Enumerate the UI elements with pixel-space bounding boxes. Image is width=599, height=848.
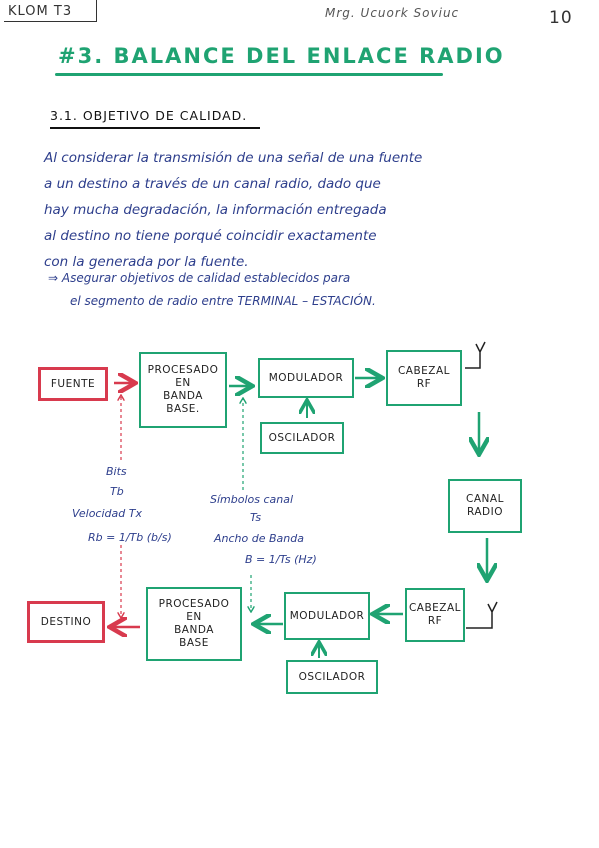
- ancho-banda-label: Ancho de Banda: [214, 532, 304, 545]
- rb-label: Rb = 1/Tb (b/s): [88, 531, 172, 544]
- destino-box: DESTINO: [27, 601, 105, 643]
- paragraph-line: hay mucha degradación, la información en…: [44, 202, 387, 218]
- header-center: Mrg. Ucuork Soviuc: [325, 6, 460, 20]
- b-formula-label: B = 1/Ts (Hz): [245, 553, 317, 566]
- header-left-underline: [4, 21, 96, 22]
- procesado-rx-line: EN: [186, 611, 202, 623]
- page-number: 10: [549, 8, 573, 28]
- oscilador-tx-box: OSCILADOR: [260, 422, 344, 454]
- cabezal-tx-box: CABEZAL RF: [386, 350, 462, 406]
- bits-label: Bits: [106, 465, 127, 478]
- procesado-tx-line: PROCESADO: [147, 364, 219, 376]
- canal-line: CANAL: [466, 493, 504, 505]
- cabezal-tx-line: CABEZAL: [397, 365, 451, 377]
- cabezal-tx-line: RF: [416, 378, 432, 390]
- symbols-label: Símbolos canal: [210, 493, 294, 506]
- section-heading: 3.1. OBJETIVO DE CALIDAD.: [50, 108, 248, 123]
- paragraph-line: a un destino a través de un canal radio,…: [44, 176, 381, 192]
- header-left: KLOM T3: [8, 4, 73, 19]
- antenna-tx: [465, 341, 486, 369]
- cabezal-rx-line: CABEZAL: [408, 602, 462, 614]
- procesado-tx-line: EN: [175, 377, 191, 389]
- paragraph-line: con la generada por la fuente.: [44, 254, 249, 270]
- page-title: #3. BALANCE DEL ENLACE RADIO: [58, 44, 505, 68]
- procesado-tx-line: BASE.: [166, 403, 200, 415]
- procesado-rx-box: PROCESADO EN BANDA BASE: [146, 587, 242, 661]
- canal-line: RADIO: [467, 506, 503, 518]
- paragraph-line: Al considerar la transmisión de una seña…: [44, 150, 423, 166]
- procesado-tx-line: BANDA: [163, 390, 203, 402]
- tb-label: Tb: [110, 485, 124, 498]
- objective-bullet: ⇒ Asegurar objetivos de calidad establec…: [48, 267, 376, 313]
- fuente-box: FUENTE: [38, 367, 108, 401]
- canal-radio-box: CANAL RADIO: [448, 479, 522, 533]
- cabezal-rx-box: CABEZAL RF: [405, 588, 465, 642]
- procesado-tx-box: PROCESADO EN BANDA BASE.: [139, 352, 227, 428]
- cabezal-rx-line: RF: [427, 615, 443, 627]
- header-left-divider: [96, 0, 97, 22]
- bullet-line: ⇒ Asegurar objetivos de calidad establec…: [48, 271, 351, 285]
- modulador-rx-box: MODULADOR: [284, 592, 370, 640]
- oscilador-rx-box: OSCILADOR: [286, 660, 378, 694]
- intro-paragraph: Al considerar la transmisión de una seña…: [44, 145, 514, 275]
- paragraph-line: al destino no tiene porqué coincidir exa…: [44, 228, 377, 244]
- procesado-rx-line: BANDA: [174, 624, 214, 636]
- bullet-line: el segmento de radio entre TERMINAL – ES…: [70, 294, 376, 308]
- title-underline: [55, 73, 443, 76]
- ts-label: Ts: [250, 511, 262, 524]
- modulador-tx-box: MODULADOR: [258, 358, 354, 398]
- velocidad-label: Velocidad Tx: [72, 507, 142, 520]
- antenna-rx: [466, 601, 498, 629]
- procesado-rx-line: BASE: [179, 637, 209, 649]
- procesado-rx-line: PROCESADO: [158, 598, 230, 610]
- section-underline: [50, 127, 260, 129]
